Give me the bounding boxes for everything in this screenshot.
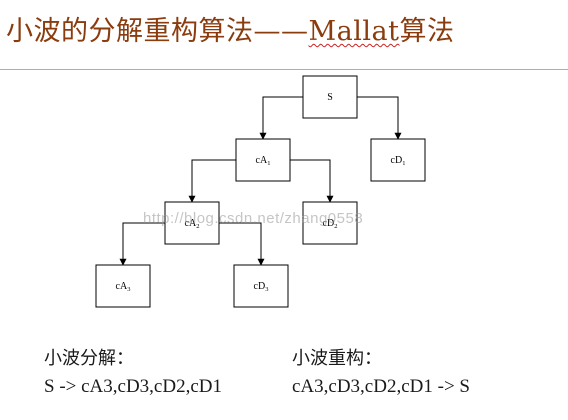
reconstruction-section: 小波重构： cA3,cD3,cD2,cD1 -> S <box>292 345 470 401</box>
node-label: cD1 <box>391 155 406 167</box>
node-ca1: cA1 <box>235 138 291 182</box>
node-ca3: cA3 <box>95 264 151 308</box>
title-suffix: 算法 <box>399 16 455 47</box>
page-title: 小波的分解重构算法——Mallat算法 <box>6 9 454 48</box>
edge-s-ca1 <box>259 96 303 140</box>
node-box <box>370 138 426 182</box>
watermark: http://blog.csdn.net/zhang0558 <box>143 210 364 227</box>
node-cd2: cD2 <box>302 201 358 245</box>
reconstruction-formula: cA3,cD3,cD2,cD1 -> S <box>292 376 470 397</box>
node-box <box>233 264 289 308</box>
decomposition-formula: S -> cA3,cD3,cD2,cD1 <box>44 376 222 397</box>
node-label: cA3 <box>116 281 131 293</box>
node-box <box>95 264 151 308</box>
reconstruction-heading: 小波重构： <box>292 348 382 369</box>
node-label: cD3 <box>254 281 269 293</box>
edge-ca1-cd2 <box>290 159 334 203</box>
node-box <box>164 201 220 245</box>
node-box <box>302 75 358 119</box>
decomposition-section: 小波分解： S -> cA3,cD3,cD2,cD1 <box>44 345 222 401</box>
node-box <box>302 201 358 245</box>
edge-ca2-cd3 <box>219 222 265 266</box>
node-cd1: cD1 <box>370 138 426 182</box>
node-s: S <box>302 75 358 119</box>
node-label: cA1 <box>256 155 271 167</box>
node-label: cD2 <box>323 218 338 230</box>
title-brand: Mallat <box>308 16 400 47</box>
tree-edges <box>119 96 402 266</box>
title-divider <box>0 69 568 70</box>
edge-ca2-ca3 <box>119 222 165 266</box>
node-label: cA2 <box>185 218 200 230</box>
decomposition-heading: 小波分解： <box>44 348 134 369</box>
node-label: S <box>327 92 333 103</box>
edge-ca1-ca2 <box>188 159 236 203</box>
edge-s-cd1 <box>357 96 402 140</box>
title-prefix: 小波的分解重构算法—— <box>6 16 309 47</box>
node-ca2: cA2 <box>164 201 220 245</box>
node-cd3: cD3 <box>233 264 289 308</box>
node-box <box>235 138 291 182</box>
